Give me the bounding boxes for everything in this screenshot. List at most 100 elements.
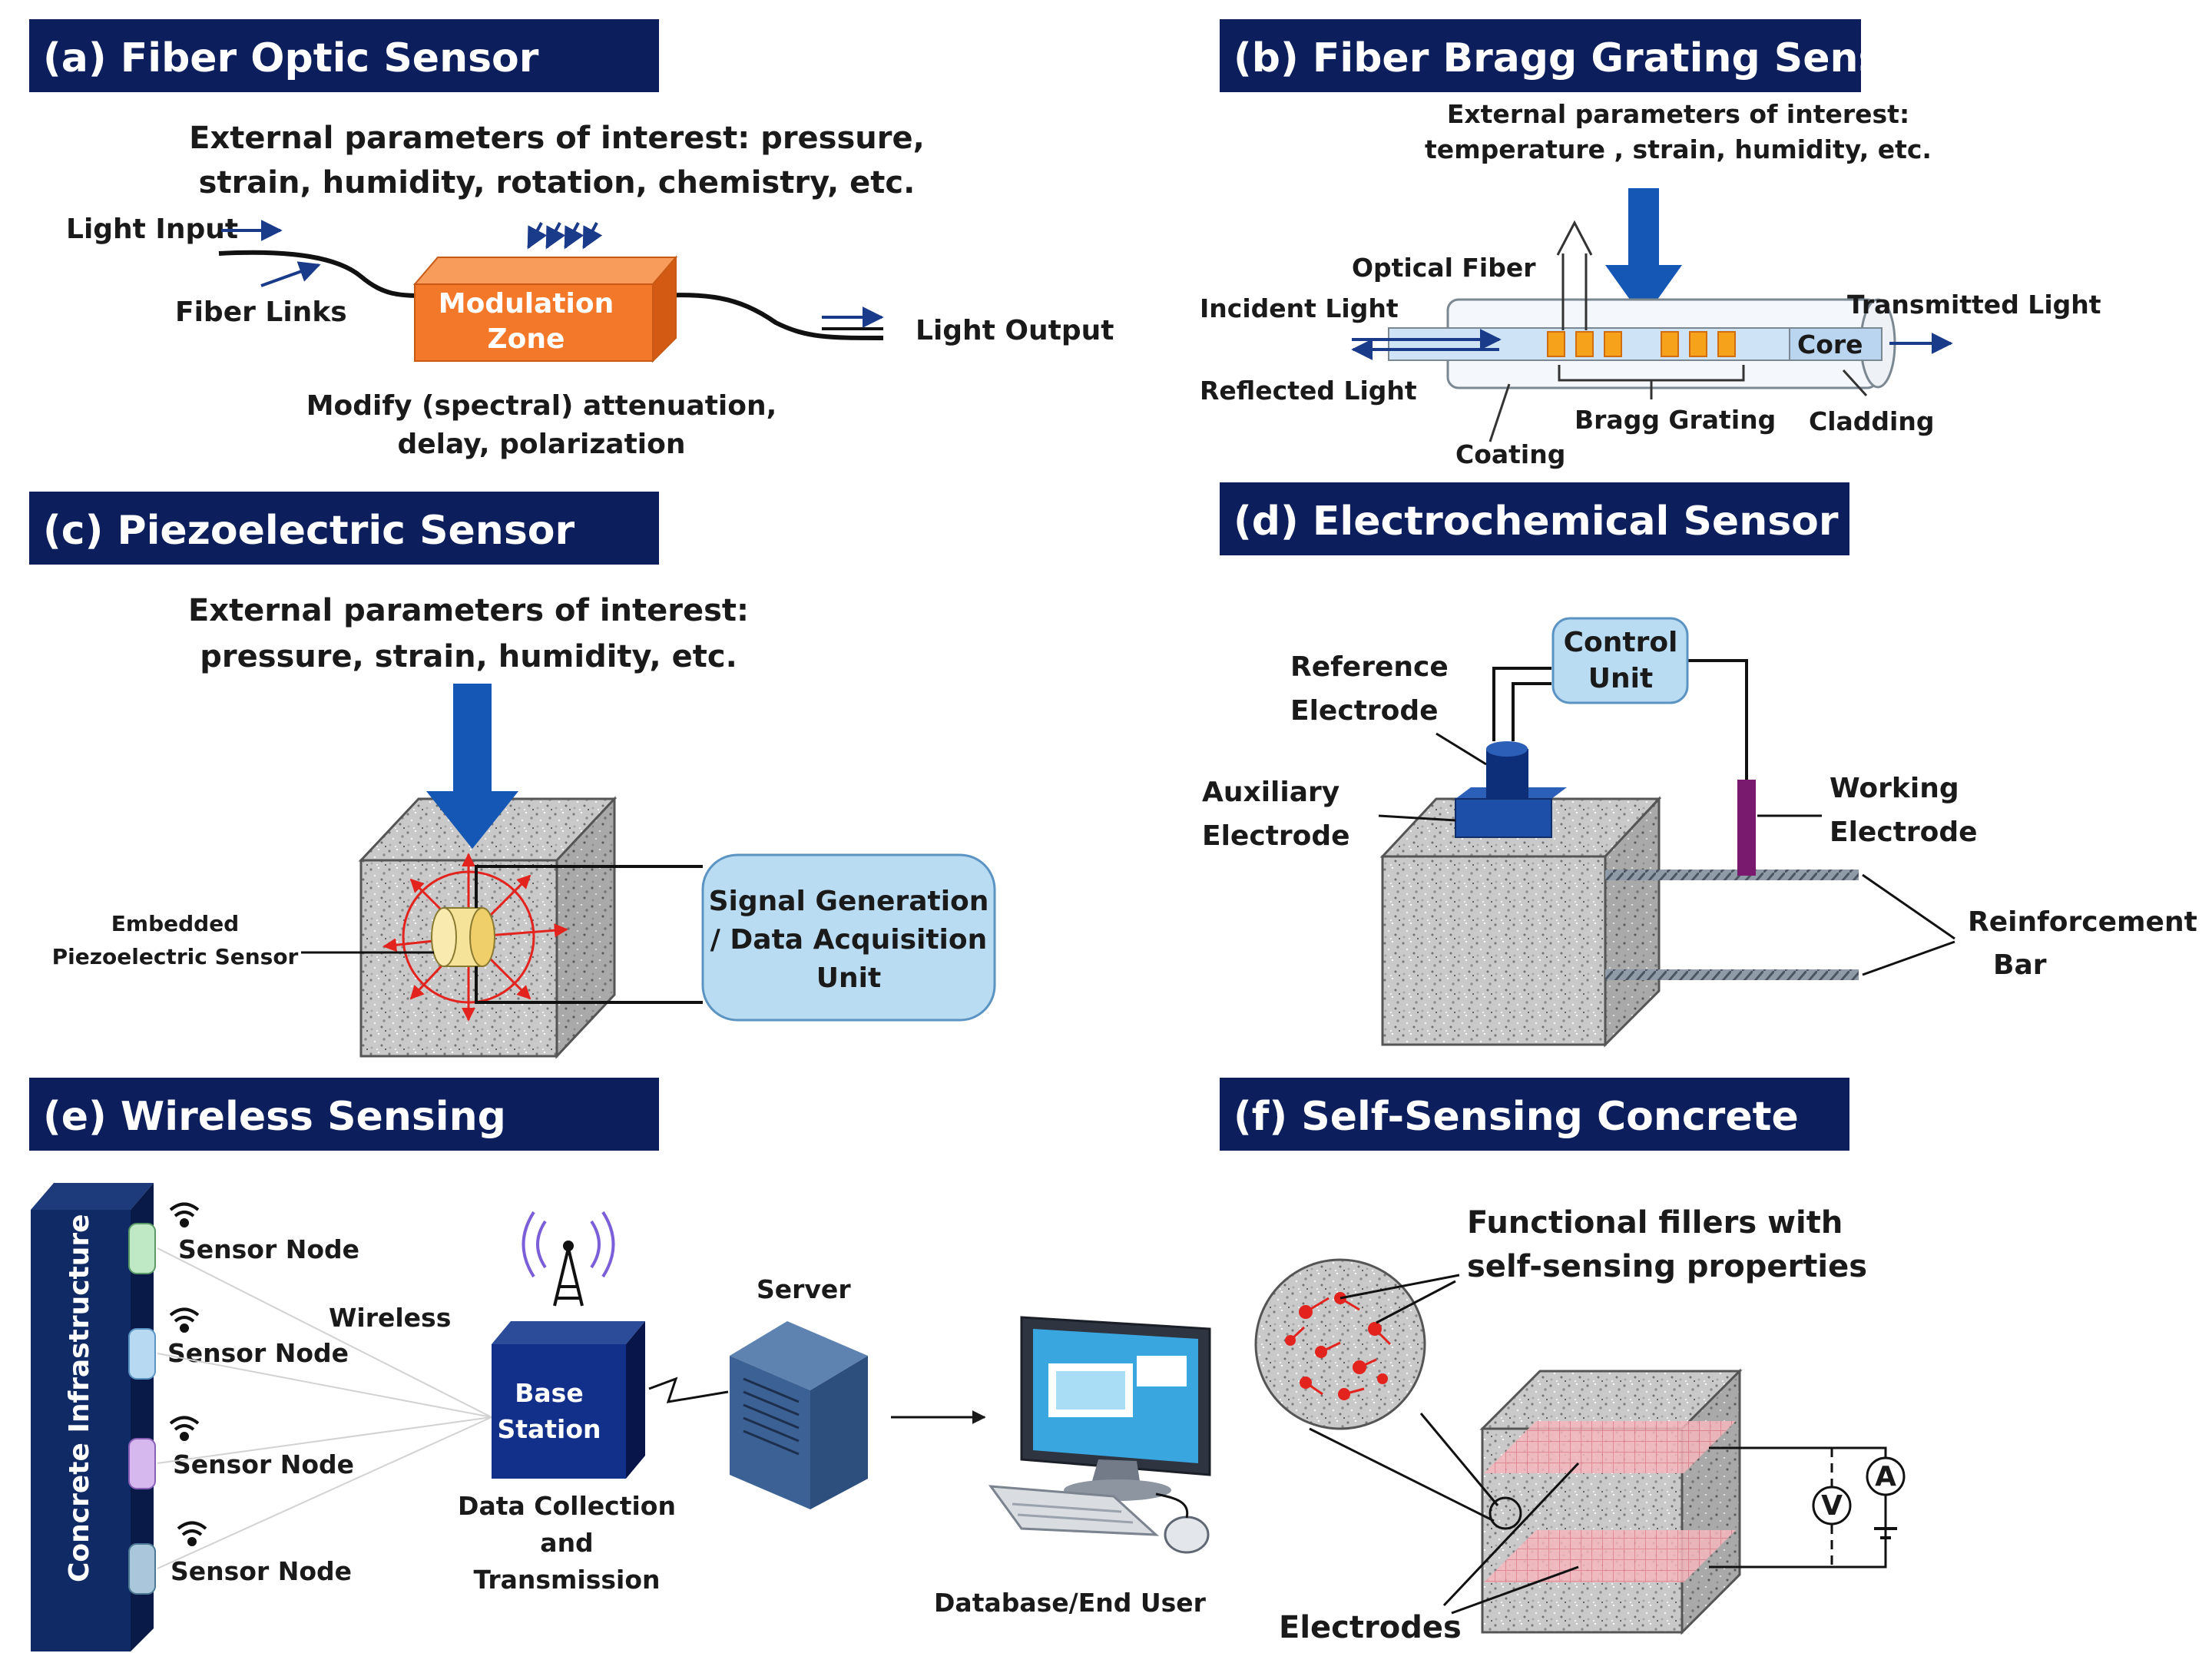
f-ammeter-icon: A <box>1866 1456 1906 1496</box>
a-zone-line2: Zone <box>488 323 565 355</box>
a-modulation-zone: Modulation Zone <box>412 255 678 363</box>
panel-d-header: (d) Electrochemical Sensor <box>1220 482 1849 555</box>
panel-d-header-text: (d) Electrochemical Sensor <box>1233 499 1839 545</box>
e-concrete-column: Concrete Infrastructure <box>31 1183 154 1651</box>
panel-f-header: (f) Self-Sensing Concrete <box>1220 1078 1849 1151</box>
b-optical-fiber: Optical Fiber <box>1352 253 1536 283</box>
d-auxiliary-line2: Electrode <box>1202 820 1350 852</box>
c-embedded-line2: Piezoelectric Sensor <box>52 944 299 969</box>
panel-f: Functional fillers with self-sensing pro… <box>1254 1205 1906 1645</box>
e-wifi-icons <box>169 1202 207 1546</box>
a-fiber-in <box>218 250 431 298</box>
e-node-3 <box>128 1438 156 1489</box>
f-voltmeter-icon: V <box>1812 1486 1852 1526</box>
panel-e-header-text: (e) Wireless Sensing <box>43 1094 506 1140</box>
d-rebar-top <box>1605 870 1859 880</box>
b-force-arrow-icon <box>1605 188 1682 319</box>
e-collection-line3: Transmission <box>473 1565 660 1595</box>
e-collection-line2: and <box>540 1528 593 1558</box>
d-working-line2: Electrode <box>1830 817 1978 848</box>
d-auxiliary-electrode <box>1455 787 1567 838</box>
e-server-icon <box>730 1321 868 1509</box>
a-fiber-out <box>652 293 884 340</box>
a-force-arrows-icon <box>527 222 603 250</box>
d-reference-line1: Reference <box>1290 651 1449 683</box>
c-signal-unit-box: Signal Generation / Data Acquisition Uni… <box>701 853 996 1022</box>
a-fiber-links: Fiber Links <box>175 296 347 328</box>
d-rebar-line1: Reinforcement <box>1968 906 2197 938</box>
a-light-input: Light Input <box>66 214 238 245</box>
d-working-electrode <box>1737 780 1756 876</box>
b-reflected-light: Reflected Light <box>1200 376 1417 406</box>
f-ammeter: A <box>1875 1461 1896 1492</box>
a-params-line1: External parameters of interest: pressur… <box>189 121 925 156</box>
d-control-unit-box: Control Unit <box>1551 617 1689 704</box>
b-transmitted-light: Transmitted Light <box>1847 290 2101 320</box>
e-base-line2: Station <box>497 1414 601 1444</box>
panel-c-header: (c) Piezoelectric Sensor <box>29 492 659 565</box>
c-unit-line2: / Data Acquisition <box>710 924 988 956</box>
panel-d: Control Unit Reference Electrode Auxilia… <box>1202 617 2197 1048</box>
e-end-user: Database/End User <box>934 1588 1207 1618</box>
panel-c-header-text: (c) Piezoelectric Sensor <box>43 508 575 554</box>
f-fillers-line2: self-sensing properties <box>1467 1249 1867 1284</box>
a-params-line2: strain, humidity, rotation, chemistry, e… <box>199 165 916 200</box>
panel-e-header: (e) Wireless Sensing <box>29 1078 659 1151</box>
b-fiber-cylinder <box>1388 220 1896 389</box>
a-modify-line1: Modify (spectral) attenuation, <box>306 390 777 422</box>
b-incident-light: Incident Light <box>1200 293 1399 323</box>
e-server: Server <box>757 1274 851 1304</box>
a-modify-line2: delay, polarization <box>398 429 686 460</box>
b-params-line1: External parameters of interest: <box>1447 99 1909 129</box>
c-params-line2: pressure, strain, humidity, etc. <box>200 639 737 674</box>
d-auxiliary-line1: Auxiliary <box>1202 777 1339 808</box>
panel-e: Concrete Infrastructure Sensor Node Sens… <box>31 1183 1211 1651</box>
b-core: Core <box>1797 330 1863 359</box>
e-collection-line1: Data Collection <box>458 1491 676 1521</box>
d-control-line2: Unit <box>1588 663 1653 694</box>
f-fillers-line1: Functional fillers with <box>1467 1205 1843 1241</box>
a-zone-line1: Modulation <box>439 288 614 320</box>
e-antenna-icon <box>522 1211 615 1307</box>
c-embedded-line1: Embedded <box>111 911 239 936</box>
f-electrode-plates <box>1484 1421 1736 1582</box>
c-unit-line3: Unit <box>816 962 881 994</box>
b-bragg-grating-elements <box>1547 331 1736 357</box>
e-base-line1: Base <box>515 1378 583 1408</box>
b-coating: Coating <box>1455 439 1565 469</box>
c-piezo-sensor <box>431 907 495 967</box>
e-base-station-box: Base Station <box>492 1321 645 1479</box>
panel-f-header-text: (f) Self-Sensing Concrete <box>1233 1094 1799 1140</box>
e-computer-icon <box>988 1316 1211 1554</box>
d-control-line1: Control <box>1564 627 1678 658</box>
e-infrastructure: Concrete Infrastructure <box>64 1214 95 1582</box>
d-reference-line2: Electrode <box>1290 695 1439 727</box>
b-bragg-grating: Bragg Grating <box>1575 405 1776 435</box>
e-node-label-3: Sensor Node <box>173 1449 354 1479</box>
d-working-line1: Working <box>1830 773 1959 804</box>
e-wireless: Wireless <box>329 1303 451 1333</box>
e-wireless-lines <box>157 1247 492 1569</box>
e-node-label-4: Sensor Node <box>171 1556 352 1586</box>
f-electrodes: Electrodes <box>1279 1610 1462 1645</box>
a-light-output: Light Output <box>916 315 1114 346</box>
d-rebar-line2: Bar <box>1993 949 2047 981</box>
f-concrete-cube <box>1479 1368 1743 1635</box>
e-node-label-2: Sensor Node <box>167 1338 349 1368</box>
panel-b-header: (b) Fiber Bragg Grating Sensor <box>1220 19 1929 92</box>
d-concrete-cube <box>1379 796 1662 1048</box>
e-node-label-1: Sensor Node <box>178 1234 359 1264</box>
d-rebar-bottom <box>1605 969 1859 980</box>
e-node-1 <box>128 1223 156 1274</box>
panel-a-header: (a) Fiber Optic Sensor <box>29 19 659 92</box>
panel-b: External parameters of interest: tempera… <box>1200 99 2101 469</box>
panel-a-header-text: (a) Fiber Optic Sensor <box>43 35 539 81</box>
e-node-2 <box>128 1328 156 1380</box>
c-params-line1: External parameters of interest: <box>188 593 749 628</box>
panel-a: External parameters of interest: pressur… <box>66 121 1114 460</box>
panel-c: External parameters of interest: pressur… <box>52 593 996 1059</box>
f-magnified-circle <box>1254 1258 1426 1430</box>
panel-b-header-text: (b) Fiber Bragg Grating Sensor <box>1233 35 1929 81</box>
c-unit-line1: Signal Generation <box>709 886 989 917</box>
